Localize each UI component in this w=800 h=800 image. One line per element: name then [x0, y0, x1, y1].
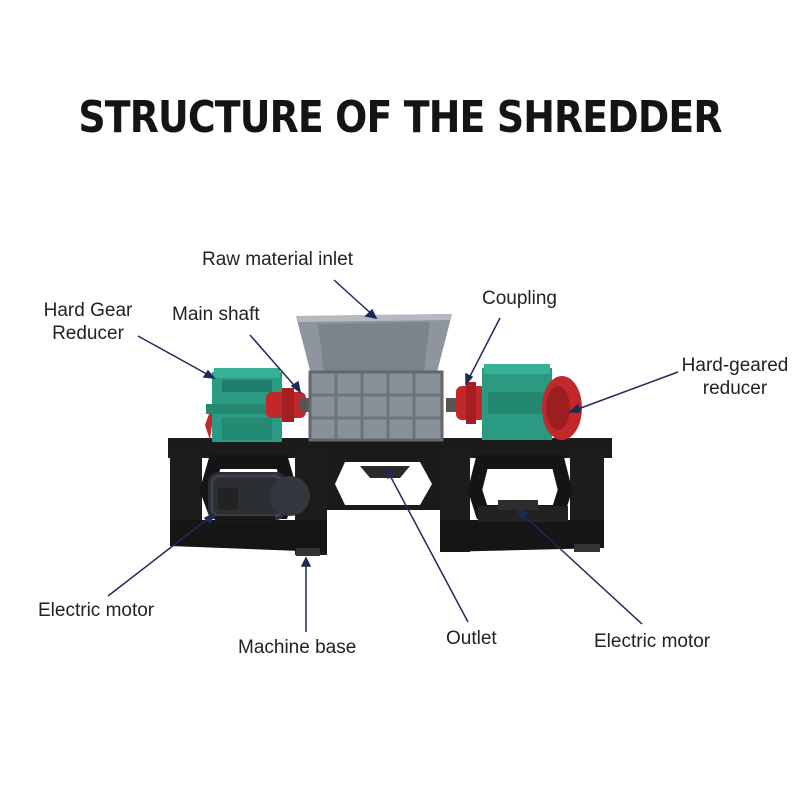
leader-main-shaft	[249, 334, 301, 393]
leader-lines	[107, 279, 679, 632]
label-main-shaft: Main shaft	[172, 304, 260, 325]
right-gear-reducer	[482, 364, 582, 440]
left-electric-motor	[208, 472, 310, 524]
left-coupling	[266, 388, 314, 422]
leader-electric-motor-right	[517, 509, 643, 625]
label-machine-base: Machine base	[238, 637, 357, 658]
label-electric-motor-right: Electric motor	[594, 631, 711, 652]
leader-coupling	[465, 317, 501, 385]
leader-electric-motor-left	[107, 513, 215, 597]
label-hard-geared-reducer-line2: reducer	[702, 378, 768, 399]
label-hard-geared-reducer: Hard-geared reducer	[670, 354, 800, 400]
leader-raw-material-inlet	[333, 279, 377, 319]
label-hard-gear-reducer-line1: Hard Gear	[43, 300, 133, 321]
leader-outlet	[385, 467, 469, 623]
label-hard-gear-reducer-line2: Reducer	[52, 323, 124, 344]
right-coupling	[446, 382, 486, 424]
leader-hard-geared-reducer	[569, 371, 679, 413]
label-coupling: Coupling	[482, 288, 557, 309]
leader-hard-gear-reducer	[137, 335, 215, 379]
diagram-title: STRUCTURE OF THE SHREDDER	[78, 92, 722, 143]
cutting-chamber	[296, 314, 452, 442]
label-raw-material-inlet: Raw material inlet	[202, 249, 353, 270]
label-electric-motor-left: Electric motor	[38, 600, 155, 621]
label-outlet: Outlet	[446, 628, 497, 649]
label-hard-gear-reducer: Hard Gear Reducer	[30, 299, 146, 345]
left-gear-reducer	[205, 368, 286, 442]
label-hard-geared-reducer-line1: Hard-geared	[681, 355, 789, 376]
